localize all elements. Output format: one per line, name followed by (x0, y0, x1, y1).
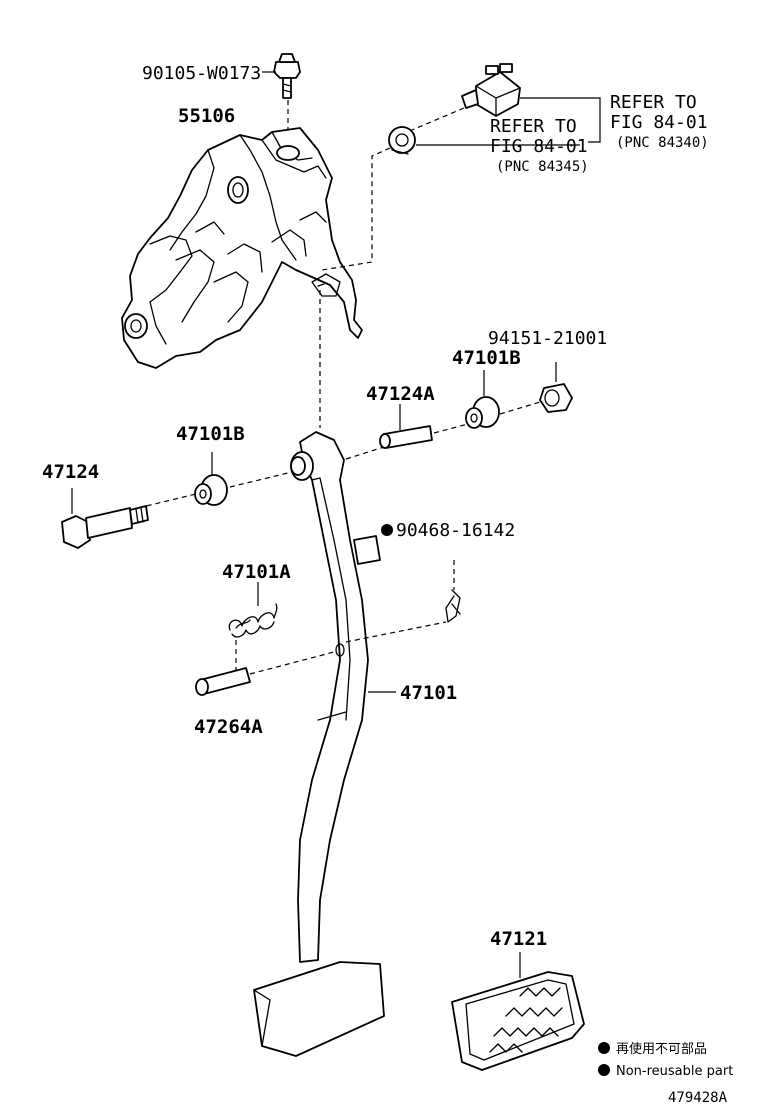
label-47264a: 47264A (194, 716, 263, 738)
label-47101b-top: 47101B (452, 347, 521, 369)
label-refer-2c: (PNC 84345) (496, 159, 589, 175)
label-47124a: 47124A (366, 383, 435, 405)
bushing-47101b-top (465, 396, 500, 429)
label-47101a: 47101A (222, 561, 291, 583)
bolt-90105 (273, 53, 301, 99)
bushing-47101b-left (194, 474, 228, 506)
legend-line-1: 再使用不可部品 (616, 1041, 707, 1057)
clip-90468 (445, 589, 461, 623)
pedal-pad (253, 961, 385, 1057)
legend-dot-1 (598, 1042, 610, 1054)
label-90468: 90468-16142 (396, 520, 515, 541)
pin-47264a (195, 667, 251, 696)
label-refer-1b: FIG 84-01 (610, 112, 708, 133)
pedal-arm-47101 (290, 431, 381, 963)
bolt-47124 (61, 505, 149, 549)
label-47101b-left: 47101B (176, 423, 245, 445)
legend-dot-2 (598, 1064, 610, 1076)
grommet (388, 126, 416, 155)
label-55106: 55106 (178, 105, 235, 127)
label-refer-1c: (PNC 84340) (616, 135, 709, 151)
pedal-pad-47121 (451, 971, 585, 1071)
label-refer-2b: FIG 84-01 (490, 136, 588, 157)
label-47101: 47101 (400, 682, 457, 704)
label-47124: 47124 (42, 461, 99, 483)
legend-line-2: Non-reusable part (616, 1064, 733, 1079)
figure-id: 479428A (668, 1090, 728, 1106)
bracket-55106 (121, 127, 363, 369)
label-refer-2a: REFER TO (490, 116, 577, 137)
label-90105: 90105-W0173 (142, 63, 261, 84)
nut-94151 (539, 383, 573, 413)
stop-lamp-switch (461, 63, 521, 117)
label-47121: 47121 (490, 928, 547, 950)
collar-47124a (379, 425, 433, 449)
spring-47101a (228, 603, 278, 638)
label-refer-1a: REFER TO (610, 92, 697, 113)
label-94151: 94151-21001 (488, 328, 607, 349)
